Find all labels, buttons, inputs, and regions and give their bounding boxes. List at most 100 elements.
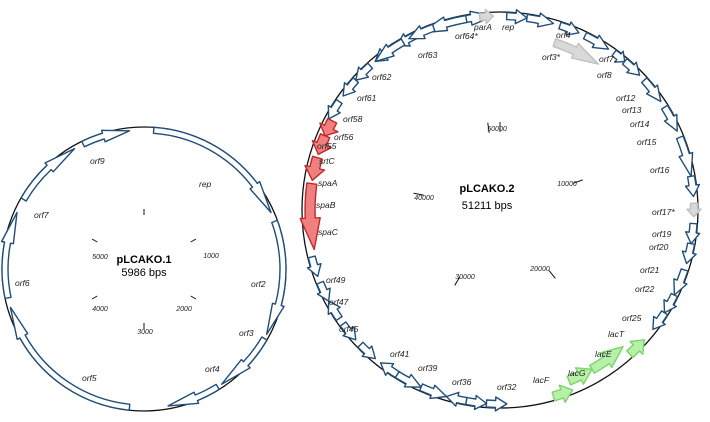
spaC-gene-arrow xyxy=(299,182,321,251)
plasmid2-gene-arrow xyxy=(611,49,626,63)
plasmid2-gene-label: orf25 xyxy=(622,313,642,323)
plasmid1-tick: 1000 xyxy=(203,253,219,260)
lacT-gene-arrow xyxy=(626,339,645,359)
plasmid2-gene-arrow xyxy=(419,383,448,400)
orf4-gene-arrow xyxy=(167,383,220,407)
plasmid1-tick: 5000 xyxy=(92,254,108,261)
plasmid2-gene-label: lacG xyxy=(568,368,586,378)
plasmid2-gene-label: spaC xyxy=(318,227,339,237)
plasmid2-gene-label: orf12 xyxy=(616,93,636,103)
plasmid2-gene-label: orf55 xyxy=(317,141,337,151)
plasmid1-gene-label: rep xyxy=(199,179,212,189)
plasmid2-gene-arrow xyxy=(327,300,343,322)
plasmid1-gene-label: orf3 xyxy=(239,328,254,338)
rep-gene-arrow xyxy=(152,126,272,214)
plasmid2-tick-mark xyxy=(487,122,490,133)
plasmid1-tick: 3000 xyxy=(137,329,153,336)
plasmid2-gene-arrow xyxy=(327,98,343,120)
plasmid1-tick-mark xyxy=(91,295,98,300)
plasmid2-tick-mark xyxy=(573,179,583,184)
plasmid2-gene-label: orf20 xyxy=(649,242,669,252)
plasmid2-gene-label: orf15 xyxy=(637,137,657,147)
plasmid2-name: pLCAKO.2 xyxy=(460,183,515,195)
spaA-gene-arrow xyxy=(311,133,332,156)
plasmid2-gene-label: orf8 xyxy=(597,70,612,80)
plasmid2-gene-arrow xyxy=(685,222,701,245)
plasmid2-gene-label: orf56 xyxy=(334,132,354,142)
plasmid2-gene-arrow xyxy=(316,280,331,302)
plasmid2-gene-arrow xyxy=(379,362,400,379)
plasmid2-gene-arrow xyxy=(525,12,555,28)
plasmid1-gene-label: orf4 xyxy=(205,364,220,374)
plasmid1-tick-mark xyxy=(190,238,197,243)
plasmid2-gene-label: orf58 xyxy=(343,114,363,124)
orf3-partial-arrow xyxy=(552,38,600,65)
plasmid2-gene-label: orf47 xyxy=(329,297,349,307)
plasmid2-tick: 30000 xyxy=(455,274,475,281)
plasmid2-gene-arrow xyxy=(306,255,322,278)
plasmid1-gene-label: orf2 xyxy=(251,279,266,289)
plasmid1-size: 5986 bps xyxy=(121,267,167,279)
plasmid2-gene-arrow xyxy=(663,292,679,314)
plasmid2-gene-arrow xyxy=(681,242,697,265)
plasmid2-gene-label: spaA xyxy=(318,178,338,188)
plasmid2-gene-label: orf7 xyxy=(599,54,614,64)
plasmid2-gene-arrow xyxy=(485,396,508,412)
plasmid1-gene-label: orf9 xyxy=(90,156,105,166)
plasmid2-tick-mark xyxy=(454,276,461,286)
plasmid2-tick-mark xyxy=(548,270,556,279)
plasmid2-gene-arrow xyxy=(357,341,376,360)
plasmid2-gene-arrow xyxy=(582,31,610,50)
plasmid2-gene-label: parA xyxy=(473,22,492,32)
plasmid2-gene-label: orf16 xyxy=(650,165,670,175)
plasmid2-gene-arrow xyxy=(684,175,701,198)
plasmid2-gene-arrow xyxy=(339,321,357,341)
plasmid2-tick: 10000 xyxy=(557,181,577,188)
spaB-gene-arrow xyxy=(304,155,326,181)
plasmid2-gene-arrow xyxy=(621,58,641,76)
plasmid2-gene-label: orf4 xyxy=(556,30,571,40)
plasmid2-gene-arrow xyxy=(660,104,678,132)
plasmid2-gene-arrow xyxy=(408,23,436,40)
orf3-gene-arrow xyxy=(221,336,268,385)
plasmid2-gene-label: orf63 xyxy=(418,50,438,60)
plasmid1-gene-label: orf6 xyxy=(15,278,30,288)
srtC-gene-arrow xyxy=(319,117,339,137)
plasmid2-gene-label: orf62 xyxy=(372,72,392,82)
plasmid2-gene-label: orf49 xyxy=(326,275,346,285)
plasmid2-gene-label: orf21 xyxy=(640,265,660,275)
plasmid2-gene-label: orf14 xyxy=(630,119,650,129)
plasmid2-gene-label: srtC xyxy=(319,156,335,166)
lacE-gene-arrow xyxy=(589,346,624,374)
orf64-partial-arrow xyxy=(478,8,494,25)
plasmid2-gene-label: orf36 xyxy=(452,377,472,387)
plasmid2-tick: 40000 xyxy=(414,195,434,202)
plasmid2-gene-arrow xyxy=(355,62,374,81)
plasmid1-name: pLCAKO.1 xyxy=(117,254,172,266)
plasmid1-tick-mark xyxy=(91,238,98,243)
plasmid2-gene-label: lacE xyxy=(595,349,612,359)
plasmid2-gene-label: orf39 xyxy=(418,363,438,373)
plasmid2-gene-label: orf64* xyxy=(455,31,478,41)
plasmid1-tick: 4000 xyxy=(92,306,108,313)
plasmid2-gene-arrow xyxy=(675,135,694,177)
plasmid2-gene-label: lacT xyxy=(608,329,625,339)
plasmid2-features xyxy=(299,8,702,412)
orf17-partial-arrow xyxy=(686,202,702,218)
plasmid2-gene-label: orf45 xyxy=(339,324,359,334)
plasmid2-gene-arrow xyxy=(558,21,580,36)
plasmid2-gene-label: orf3* xyxy=(542,52,561,62)
orf9-gene-arrow xyxy=(81,129,131,148)
lacG-gene-arrow xyxy=(566,367,593,386)
plasmid2-tick-mark xyxy=(413,192,424,196)
plasmid1-gene-label: orf5 xyxy=(82,373,97,383)
orf5-gene-arrow xyxy=(9,306,131,411)
plasmid2-gene-label: orf22 xyxy=(635,284,655,294)
plasmid2-gene-arrow xyxy=(445,391,468,407)
plasmid2-gene-label: orf41 xyxy=(390,349,410,359)
plasmid2-tick: 20000 xyxy=(529,266,550,273)
plasmid2-gene-arrow xyxy=(342,77,360,97)
plasmid2-gene-label: spaB xyxy=(316,200,336,210)
plasmid2-gene-label: rep xyxy=(502,22,515,32)
plasmid2-gene-arrow xyxy=(673,268,689,296)
